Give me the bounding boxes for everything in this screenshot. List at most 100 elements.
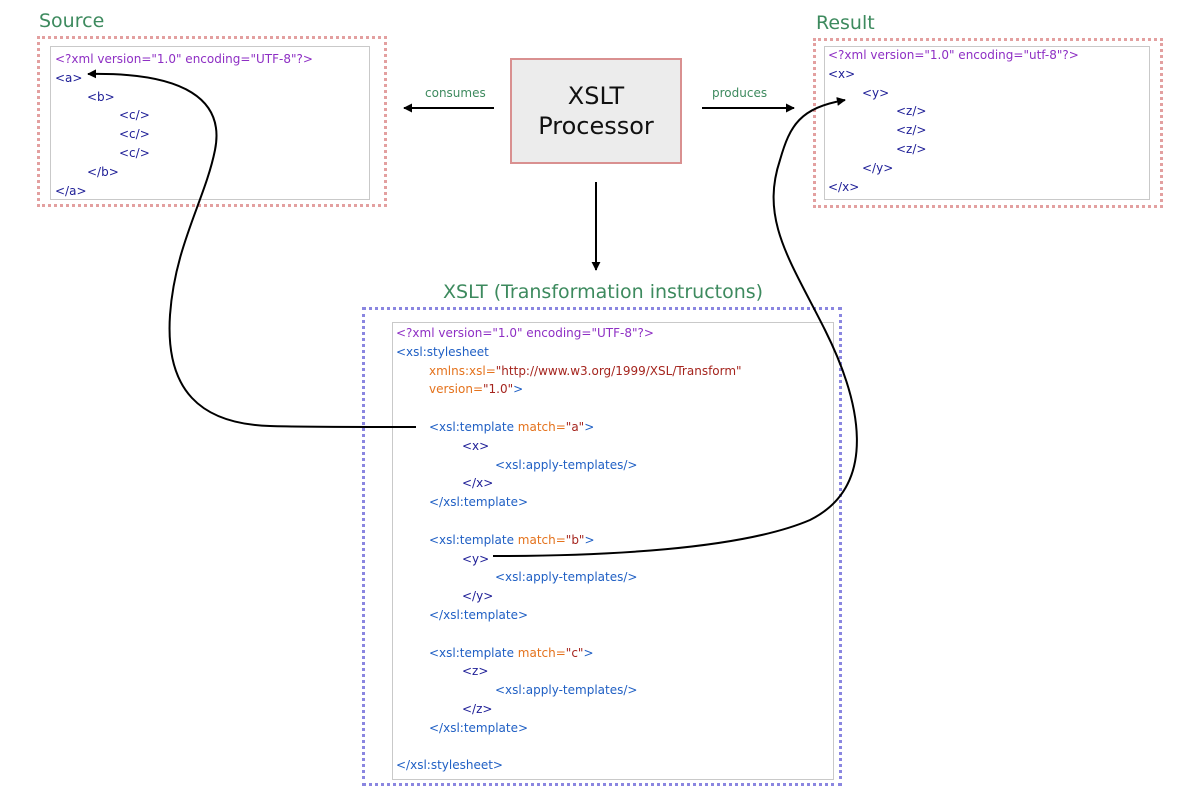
code-token: <y> [462, 551, 490, 566]
code-line: </x> [396, 474, 742, 493]
code-line: </y> [396, 587, 742, 606]
code-token: </a> [55, 183, 87, 198]
code-token: <xsl:template [429, 532, 518, 547]
code-token: <c/> [119, 108, 150, 123]
code-line: <x> [396, 437, 742, 456]
code-line: <xsl:template match="a"> [396, 418, 742, 437]
code-line: </xsl:template> [396, 493, 742, 512]
code-line: <z/> [828, 121, 1079, 140]
result-title: Result [816, 12, 875, 34]
source-code-box [50, 46, 370, 200]
code-token: "b" [565, 532, 585, 547]
source-title: Source [39, 10, 105, 32]
code-line: </xsl:stylesheet> [396, 756, 742, 775]
code-token: </xsl:stylesheet> [396, 758, 503, 773]
code-token: match= [517, 645, 566, 660]
code-line: <c/> [55, 125, 313, 144]
code-token: <z/> [896, 123, 927, 138]
processor-label-line2: Processor [538, 112, 654, 140]
code-token: > [584, 419, 595, 434]
code-token: </x> [462, 476, 494, 491]
result-panel [813, 38, 1163, 208]
source-code: <?xml version="1.0" encoding="UTF-8"?> <a… [55, 50, 313, 200]
code-token: </x> [828, 179, 860, 194]
xslt-title: XSLT (Transformation instructons) [443, 281, 764, 303]
code-token: <z/> [896, 141, 927, 156]
code-line: <xsl:template match="c"> [396, 644, 742, 663]
code-line: <xsl:apply-templates/> [396, 681, 742, 700]
produces-label: produces [712, 86, 768, 100]
code-line: </xsl:template> [396, 606, 742, 625]
code-token: match= [517, 419, 566, 434]
consumes-label: consumes [425, 86, 486, 100]
code-line: </a> [55, 182, 313, 201]
code-token: <b> [87, 89, 115, 104]
code-token: <y> [862, 85, 890, 100]
code-token: <a> [55, 70, 83, 85]
code-line: <?xml version="1.0" encoding="UTF-8"?> [396, 324, 742, 343]
code-line: <c/> [55, 106, 313, 125]
code-line: </xsl:template> [396, 719, 742, 738]
code-token: </xsl:template> [429, 720, 529, 735]
code-token: </z> [462, 701, 493, 716]
xslt-processor-box: XSLT Processor [510, 58, 682, 164]
code-token: version= [429, 382, 484, 397]
code-token: </y> [462, 589, 494, 604]
code-line: <y> [828, 84, 1079, 103]
code-token: <?xml version="1.0" encoding="UTF-8"?> [396, 326, 654, 340]
code-token: match= [517, 532, 566, 547]
code-token: <z/> [896, 104, 927, 119]
code-line: <xsl:apply-templates/> [396, 456, 742, 475]
xslt-panel [362, 307, 842, 786]
code-line: <xsl:template match="b"> [396, 531, 742, 550]
code-token: <xsl:template [429, 419, 518, 434]
xslt-code: <?xml version="1.0" encoding="UTF-8"?> <x… [396, 324, 742, 775]
code-token: <x> [462, 438, 490, 453]
code-line: </b> [55, 163, 313, 182]
code-line: <z/> [828, 102, 1079, 121]
code-token: <?xml version="1.0" encoding="UTF-8"?> [55, 52, 313, 66]
code-token: xmlns:xsl= [429, 363, 496, 378]
code-line: </x> [828, 178, 1079, 197]
code-token: </y> [862, 160, 894, 175]
code-line: </y> [828, 159, 1079, 178]
result-code-box [824, 46, 1150, 200]
code-token: <z> [462, 664, 489, 679]
code-token: "a" [565, 419, 585, 434]
code-token: <xsl:template [429, 645, 518, 660]
code-line: <xsl:apply-templates/> [396, 568, 742, 587]
code-line: <y> [396, 550, 742, 569]
code-line: <c/> [55, 144, 313, 163]
code-token: <xsl:stylesheet [396, 344, 489, 359]
code-line: <z> [396, 662, 742, 681]
code-token: > [584, 532, 595, 547]
code-token: "http://www.w3.org/1999/XSL/Transform" [495, 363, 742, 378]
code-token: <xsl:apply-templates/> [495, 683, 638, 698]
template-a-to-source-arrow [87, 69, 417, 428]
processor-label-line1: XSLT [567, 82, 625, 110]
code-token: <x> [828, 66, 856, 81]
code-line: xmlns:xsl="http://www.w3.org/1999/XSL/Tr… [396, 362, 742, 381]
result-code: <?xml version="1.0" encoding="utf-8"?> <x… [828, 46, 1079, 196]
code-line: <z/> [828, 140, 1079, 159]
code-line: <?xml version="1.0" encoding="utf-8"?> [828, 46, 1079, 65]
code-line: <?xml version="1.0" encoding="UTF-8"?> [55, 50, 313, 69]
code-line: <b> [55, 88, 313, 107]
code-token: </b> [87, 164, 119, 179]
code-line: </z> [396, 700, 742, 719]
code-line: <xsl:stylesheet [396, 343, 742, 362]
code-line: <a> [55, 69, 313, 88]
code-token: </xsl:template> [429, 607, 529, 622]
code-token: <c/> [119, 145, 150, 160]
code-line: version="1.0"> [396, 380, 742, 399]
code-token: <xsl:apply-templates/> [495, 570, 638, 585]
code-token: > [513, 382, 524, 397]
xslt-code-box [392, 322, 834, 780]
code-token: <xsl:apply-templates/> [495, 457, 638, 472]
code-token: <?xml version="1.0" encoding="utf-8"?> [828, 48, 1079, 62]
code-token: </xsl:template> [429, 495, 529, 510]
code-token: "1.0" [483, 382, 514, 397]
template-b-to-result-arrow [492, 96, 858, 557]
code-token: "c" [565, 645, 584, 660]
